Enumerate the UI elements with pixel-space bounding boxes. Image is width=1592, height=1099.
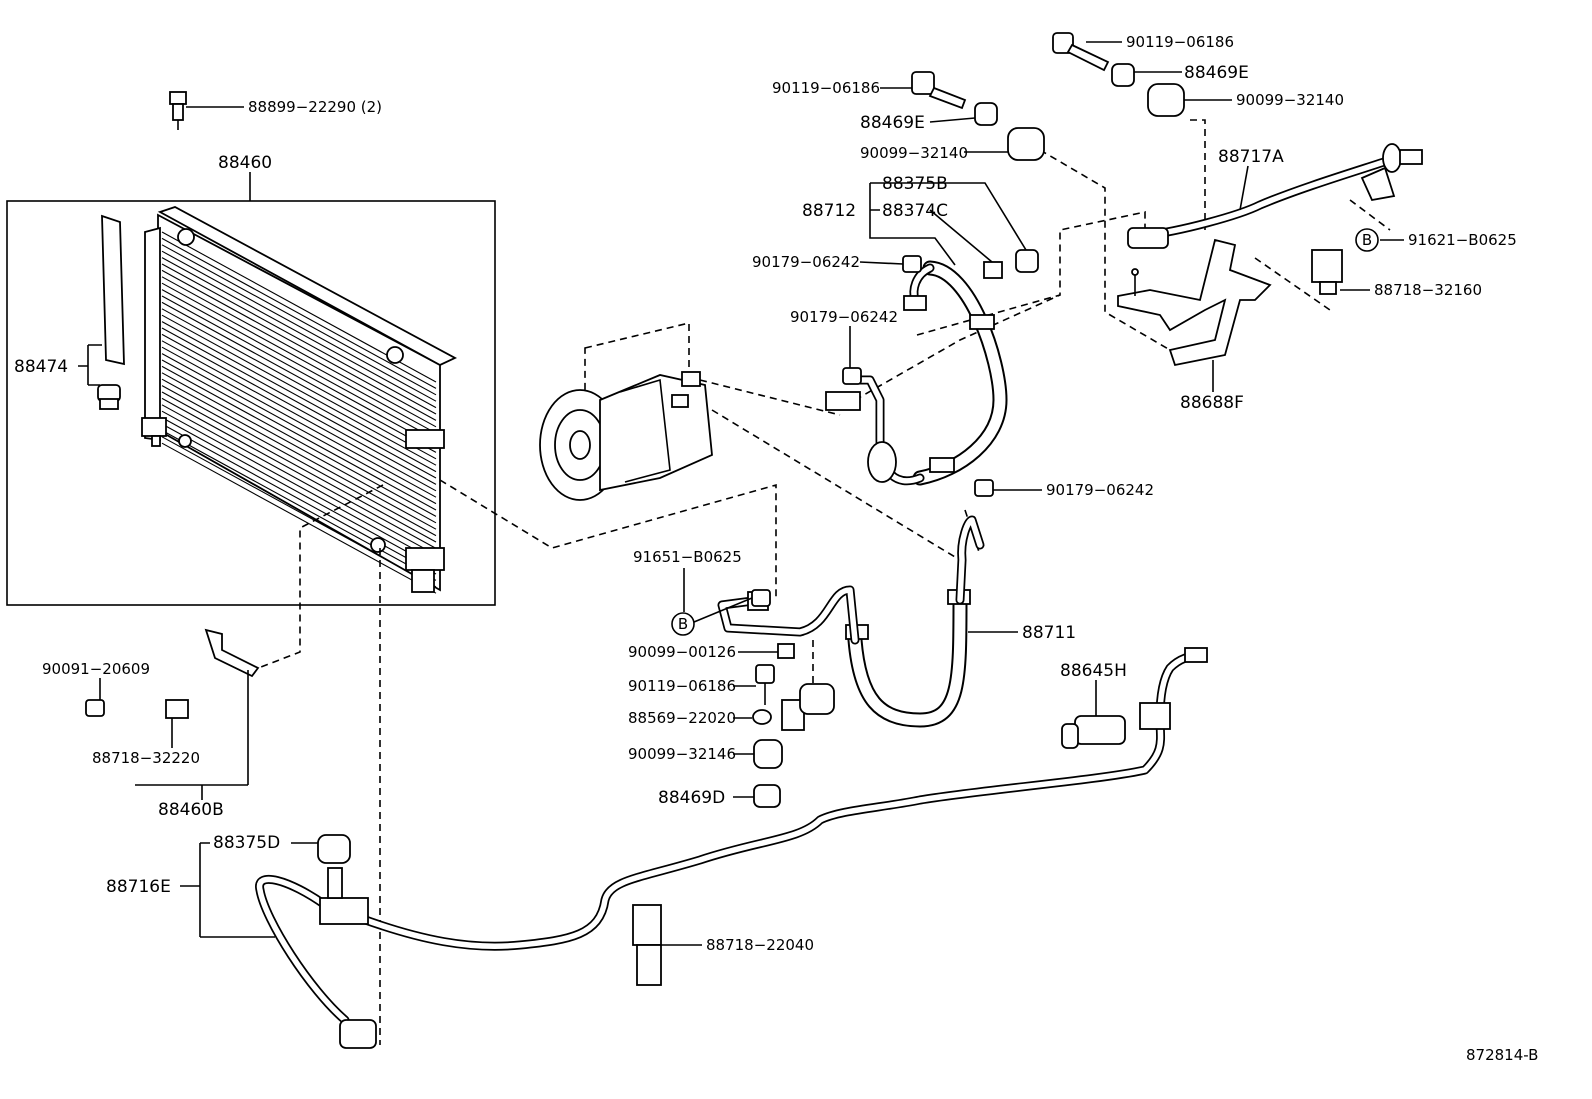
condenser-fin <box>161 359 437 511</box>
label-88645h: 88645H <box>1060 661 1127 681</box>
condenser-fin <box>161 308 437 460</box>
condenser-fin <box>161 423 437 575</box>
reference-lines <box>247 119 1391 1045</box>
condenser-fin <box>161 404 437 556</box>
label-90091-20609: 90091−20609 <box>42 660 150 678</box>
condenser-fin <box>161 429 437 581</box>
condenser-fin <box>161 257 437 409</box>
marker-b-right: B <box>1355 228 1379 252</box>
lower-liquid-tube-illustration <box>255 647 1208 1049</box>
condenser-fin <box>161 237 437 389</box>
label-90099-32140-top: 90099−32140 <box>1236 91 1344 109</box>
screw-88899-illustration <box>169 91 187 130</box>
compressor-illustration <box>539 321 713 501</box>
label-88469d: 88469D <box>658 788 725 808</box>
label-88718-32220: 88718−32220 <box>92 749 200 767</box>
label-88718-32160: 88718−32160 <box>1374 281 1482 299</box>
condenser-fin <box>161 282 437 434</box>
label-90179-06242-a: 90179−06242 <box>752 253 860 271</box>
condenser-fin <box>161 417 437 569</box>
part-labels: 88899−22290 (2) 88460 88474 90091−20609 … <box>14 33 1538 1064</box>
condenser-fin <box>161 365 437 517</box>
condenser-fin <box>161 436 437 588</box>
condenser-fin <box>161 327 437 479</box>
condenser-fin <box>161 333 437 485</box>
label-88688f: 88688F <box>1180 393 1244 413</box>
label-88712: 88712 <box>802 201 856 221</box>
label-91651-b0625: 91651−B0625 <box>633 548 742 566</box>
condenser-fin <box>161 269 437 421</box>
label-88375d: 88375D <box>213 833 280 853</box>
label-88460: 88460 <box>218 153 272 173</box>
condenser-fin <box>161 378 437 530</box>
label-88569-22020: 88569−22020 <box>628 709 736 727</box>
label-90179-06242-b: 90179−06242 <box>790 308 898 326</box>
condenser-fin <box>161 276 437 428</box>
diagram-id-label: 872814-B <box>1466 1046 1538 1064</box>
label-88469e-mid: 88469E <box>860 113 925 133</box>
discharge-hose-illustration <box>825 260 1008 486</box>
svg-text:B: B <box>678 615 688 633</box>
label-91621-b0625: 91621−B0625 <box>1408 231 1517 249</box>
condenser-fin <box>161 295 437 447</box>
label-88374c: 88374C <box>882 201 948 221</box>
label-90119-06186-mid: 90119−06186 <box>772 79 880 97</box>
condenser-fin <box>161 244 437 396</box>
condenser-fin <box>161 397 437 549</box>
label-88469e-top: 88469E <box>1184 63 1249 83</box>
condenser-fin <box>161 346 437 498</box>
condenser-fin <box>161 391 437 543</box>
condenser-fin <box>161 353 437 505</box>
marker-b-left: B <box>671 612 695 636</box>
condenser-fin <box>161 314 437 466</box>
fasteners-illustration <box>85 32 1185 986</box>
label-90119-06186-top: 90119−06186 <box>1126 33 1234 51</box>
liquid-tube-illustration <box>1127 143 1423 249</box>
label-88711: 88711 <box>1022 623 1076 643</box>
label-88717a: 88717A <box>1218 147 1284 167</box>
label-90179-06242-c: 90179−06242 <box>1046 481 1154 499</box>
condenser-fin <box>161 301 437 453</box>
side-seal-illustration <box>97 214 125 410</box>
condenser-illustration <box>141 206 458 594</box>
condenser-fin <box>161 263 437 415</box>
label-88474: 88474 <box>14 357 68 377</box>
label-90119-06186-low: 90119−06186 <box>628 677 736 695</box>
condenser-fin <box>161 340 437 492</box>
label-88375b: 88375B <box>882 174 948 194</box>
condenser-fin <box>161 289 437 441</box>
svg-text:B: B <box>1362 231 1372 249</box>
suction-hose-illustration <box>717 515 985 728</box>
label-90099-32140-mid: 90099−32140 <box>860 144 968 162</box>
bracket-88688f-illustration <box>1117 238 1272 367</box>
pressure-switch-illustration <box>1061 715 1126 749</box>
clip-88718-32160-illustration <box>1311 249 1343 295</box>
condenser-fin <box>161 372 437 524</box>
label-88718-22040: 88718−22040 <box>706 936 814 954</box>
condenser-fin <box>161 321 437 473</box>
leader-lines <box>78 41 1404 946</box>
condenser-fin <box>161 442 437 594</box>
label-90099-00126: 90099−00126 <box>628 643 736 661</box>
label-90099-32146: 90099−32146 <box>628 745 736 763</box>
label-88460b: 88460B <box>158 800 224 820</box>
condenser-fin <box>161 385 437 537</box>
condenser-fin <box>161 250 437 402</box>
label-88716e: 88716E <box>106 877 171 897</box>
condenser-fin <box>161 410 437 562</box>
condenser-assembly-box <box>6 200 496 606</box>
label-88899-22290: 88899−22290 (2) <box>248 98 382 116</box>
condenser-group <box>6 200 496 606</box>
